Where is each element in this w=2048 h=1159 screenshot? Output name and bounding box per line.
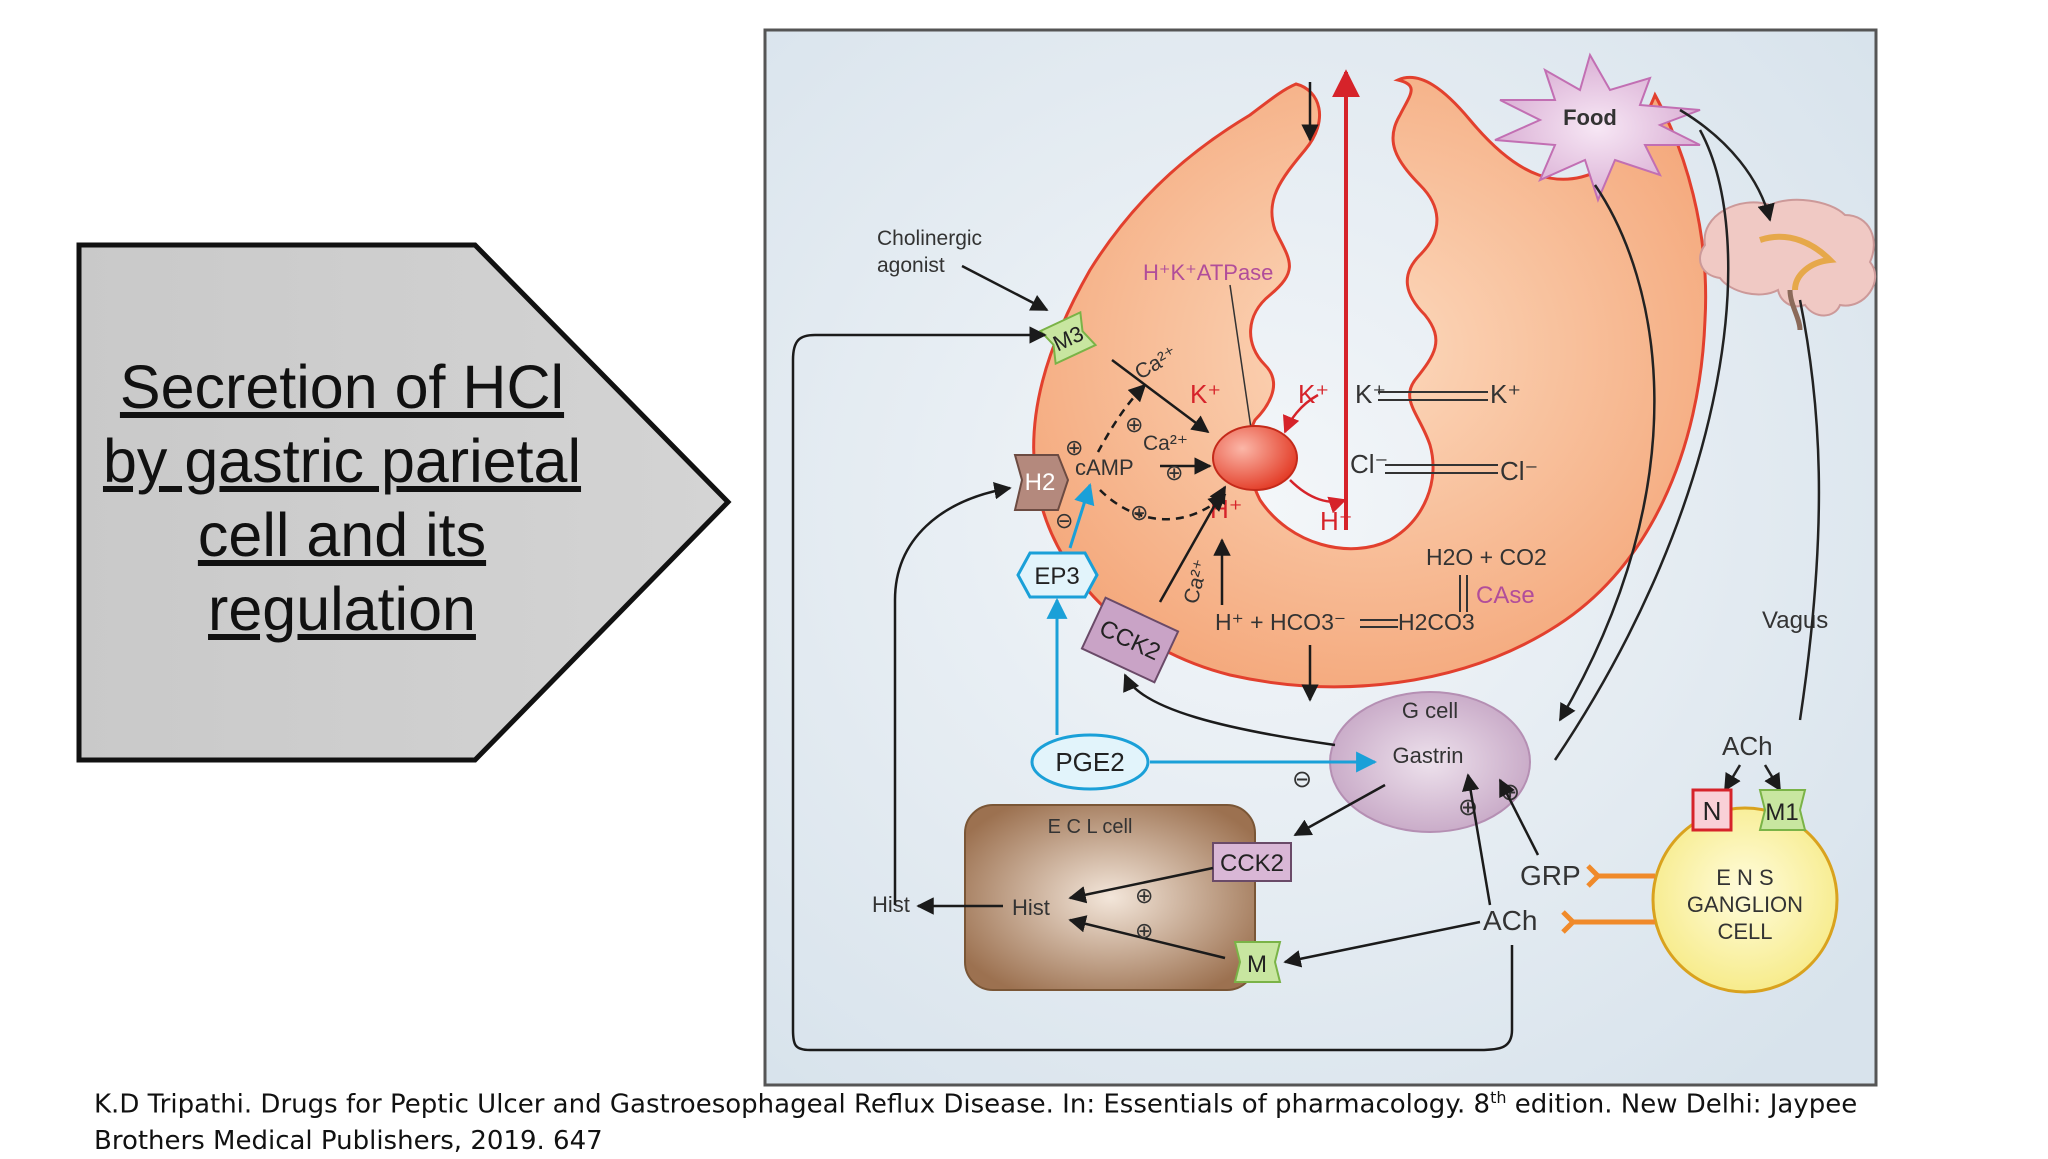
food-to-gcell-arrow	[1558, 184, 1656, 722]
ecl-label: E C L cell	[1048, 816, 1133, 838]
ep3-receptor: EP3	[1016, 551, 1099, 599]
m1-receptor	[1758, 789, 1807, 831]
plus-sign-1: ⊕	[1125, 412, 1143, 437]
ach-to-m-arrow	[1283, 920, 1481, 968]
ach-to-n-arrow	[1723, 764, 1742, 792]
grp-to-gastrin-arrow	[1498, 778, 1540, 856]
vagus-label: Vagus	[1762, 607, 1828, 634]
cck2-to-hist-arrow	[1068, 866, 1214, 904]
brain-icon	[1699, 198, 1877, 331]
pge2-node	[1030, 733, 1150, 791]
title-line-3: cell and its	[197, 501, 487, 569]
grp-label: GRP	[1520, 860, 1581, 891]
grp-synapse	[1586, 864, 1655, 888]
ach-to-m1-arrow	[1763, 764, 1782, 792]
title-line-1: Secretion of HCl	[119, 353, 565, 421]
n-receptor-label: N	[1703, 796, 1722, 826]
ep3-label: EP3	[1034, 563, 1079, 590]
proton-pump	[1212, 425, 1298, 491]
k-to-pump-arrow	[1282, 393, 1319, 434]
camp-label: cAMP	[1075, 455, 1134, 480]
h2-receptor: H2	[1013, 454, 1070, 511]
case-label: CAse	[1476, 582, 1535, 609]
h-center-label: H⁺	[1320, 506, 1353, 536]
m-receptor-label: M	[1247, 951, 1267, 978]
ach-bottom-label: ACh	[1483, 905, 1537, 936]
minus-sign-2: ⊖	[1292, 766, 1312, 793]
m1-receptor-label: M1	[1765, 799, 1798, 826]
h-left-label: H⁺	[1210, 494, 1243, 524]
pge2-label: PGE2	[1055, 747, 1124, 777]
m-receptor	[1233, 941, 1282, 983]
cck2-ecl-receptor	[1212, 842, 1292, 882]
food-burst	[1494, 52, 1701, 203]
food-label: Food	[1563, 105, 1617, 130]
citation-text-1: K.D Tripathi. Drugs for Peptic Ulcer and…	[94, 1089, 1491, 1120]
citation: K.D Tripathi. Drugs for Peptic Ulcer and…	[94, 1080, 1894, 1159]
plus-sign-3: ⊕	[1165, 460, 1183, 485]
plus-sign-2: ⊕	[1065, 435, 1083, 460]
gastrin-to-cck2-arrow	[1123, 673, 1336, 747]
title-line-2: by gastric parietal	[102, 427, 582, 495]
atpase-pointer	[1229, 284, 1253, 436]
camp-ca-dashed	[1096, 383, 1147, 453]
m-to-hist-arrow	[1068, 915, 1226, 960]
k-right2-label: K⁺	[1490, 379, 1521, 409]
ecl-cell	[964, 804, 1256, 991]
hco3-label: H⁺ + HCO3⁻	[1215, 609, 1346, 635]
gastrin-label: Gastrin	[1393, 743, 1464, 768]
pump-to-h-arrow	[1289, 479, 1347, 514]
plus-sign-4: ⊕	[1130, 500, 1148, 525]
cholinergic-arrow	[961, 264, 1049, 312]
cholinergic-label-1: Cholinergic	[877, 227, 982, 250]
food-to-brain-arrow	[1679, 108, 1775, 222]
m3-receptor: M3	[1038, 310, 1098, 366]
cholinergic-label-2: agonist	[877, 254, 945, 277]
ens-label-3: CELL	[1717, 919, 1772, 944]
vagus-nerve	[1798, 299, 1821, 721]
ca-mid-label: Ca²⁺	[1143, 432, 1188, 455]
k-left-label: K⁺	[1190, 379, 1221, 409]
cck2-parietal-receptor: CCK2	[1080, 596, 1180, 684]
ep3-to-camp-arrow	[1068, 482, 1095, 549]
h2o-co2-label: H2O + CO2	[1426, 544, 1547, 570]
cck2-ecl-label: CCK2	[1220, 850, 1284, 877]
citation-text-2: edition. New Delhi: Jaypee Brothers Medi…	[94, 1089, 1858, 1156]
hist-in-label: Hist	[1012, 895, 1050, 920]
ach-top-label: ACh	[1722, 731, 1773, 761]
n-receptor	[1691, 788, 1733, 832]
ach-loop-to-m3	[791, 326, 1514, 1052]
cl1-label: Cl⁻	[1350, 449, 1388, 479]
food-to-stomach-arrow	[1553, 129, 1730, 761]
k-right1-label: K⁺	[1355, 379, 1386, 409]
ach-to-gastrin-arrow	[1462, 773, 1492, 906]
hist-out-label: Hist	[872, 892, 910, 917]
gastrin-to-ecl-arrow	[1293, 783, 1386, 837]
h2co3-label: H2CO3	[1398, 609, 1475, 635]
atpase-label: H⁺K⁺ATPase	[1143, 260, 1273, 285]
minus-sign-1: ⊖	[1055, 508, 1073, 533]
ens-ganglion-cell	[1651, 806, 1839, 994]
ach-synapse	[1561, 910, 1655, 934]
gcell-label: G cell	[1402, 698, 1458, 723]
h2-label: H2	[1025, 469, 1056, 496]
plus-sign-8: ⊕	[1135, 918, 1153, 943]
ens-label-1: E N S	[1716, 865, 1773, 890]
cl2-label: Cl⁻	[1500, 456, 1538, 486]
hist-loop-to-h2	[893, 482, 1012, 905]
ens-label-2: GANGLION	[1687, 892, 1803, 917]
slide-title: Secretion of HCl by gastric parietal cel…	[82, 350, 602, 646]
citation-sup: th	[1490, 1088, 1507, 1107]
m3-to-pump-arrow	[1111, 359, 1210, 434]
title-line-4: regulation	[208, 575, 476, 643]
camp-pump-dashed	[1099, 489, 1227, 521]
plus-sign-7: ⊕	[1135, 883, 1153, 908]
